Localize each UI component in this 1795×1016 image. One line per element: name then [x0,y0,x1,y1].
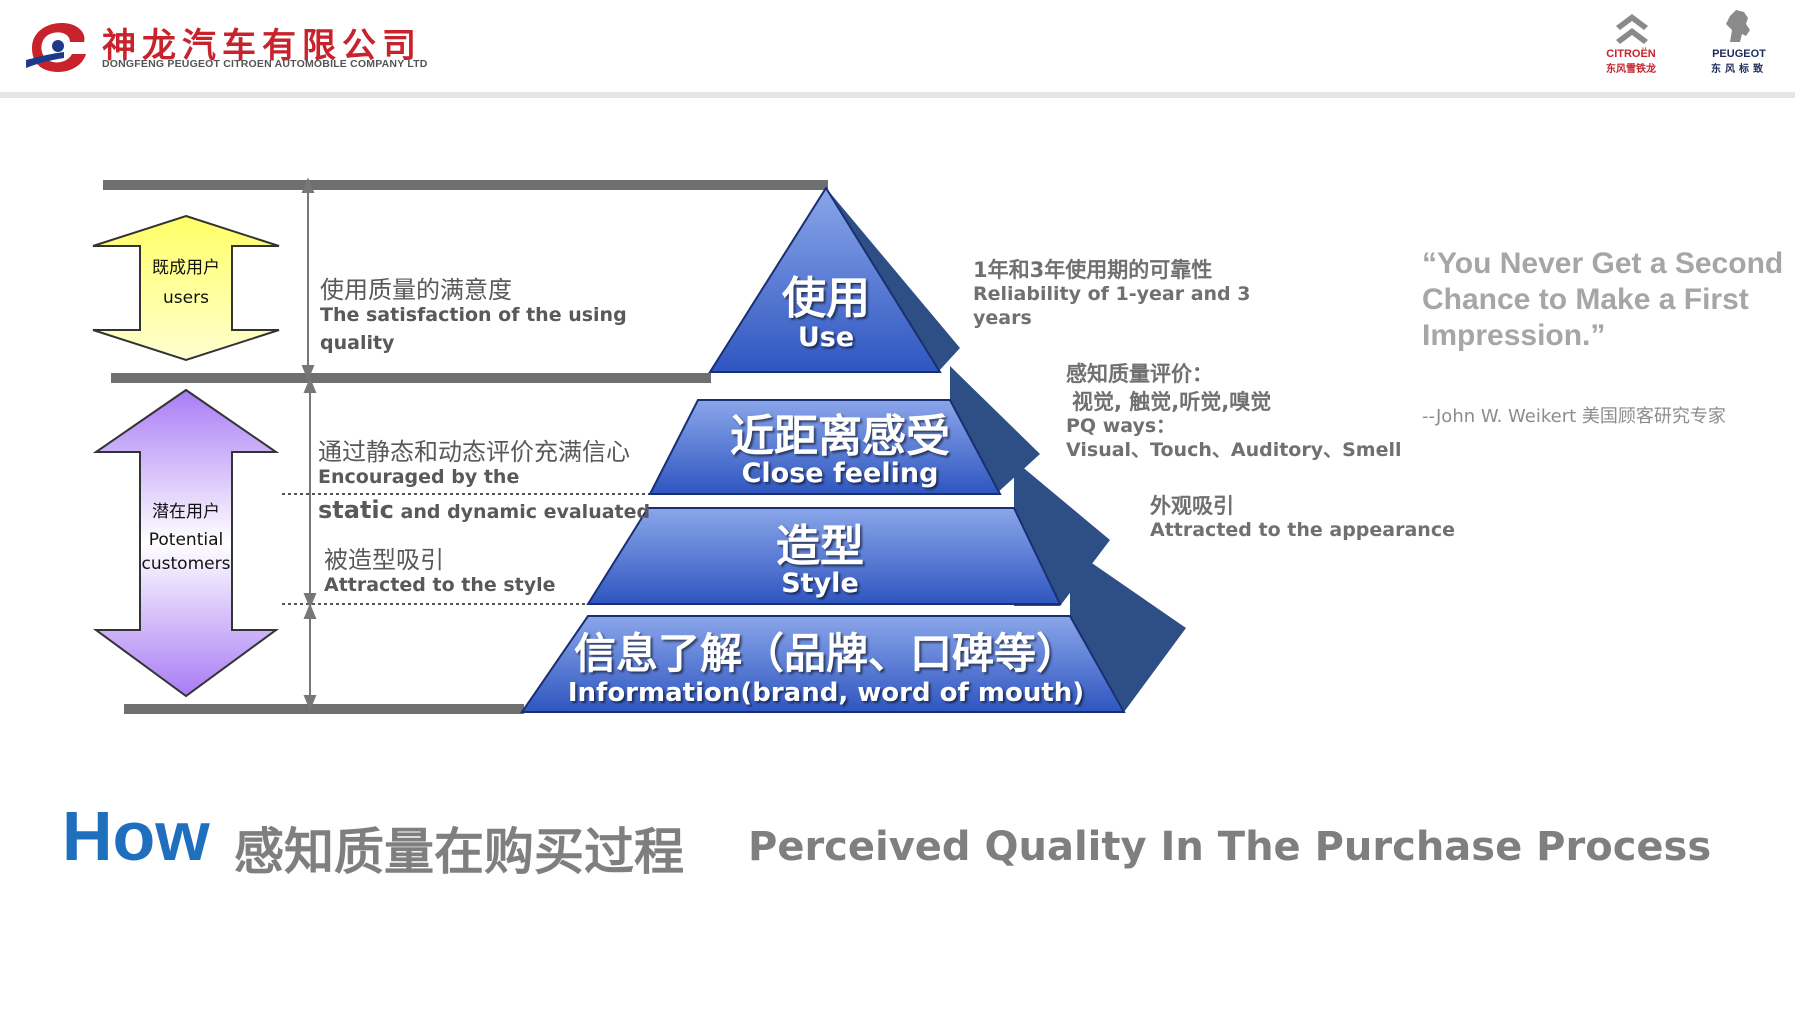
peugeot-lion-icon [1726,10,1750,42]
level4-label-en: Information(brand, word of mouth) [567,678,1085,708]
pq-note-cn: 视觉, 触觉,听觉,嗅觉 [1072,390,1272,414]
level3-label-cn: 造型 [776,521,864,572]
satisfaction-label-cn: 使用质量的满意度 [320,276,512,304]
quote-author: --John W. Weikert 美国顾客研究专家 [1422,406,1726,427]
level2-label-cn: 近距离感受 [730,411,950,462]
confidence-label-en: Encouraged by the [318,466,520,488]
quote-text: “You Never Get a Second Chance to Make a… [1422,247,1784,352]
measure-arrow [301,177,317,711]
existing-users-label-cn: 既成用户 [152,258,220,278]
pyramid-level1 [708,186,942,373]
appearance-note-en: Attracted to the appearance [1150,519,1455,541]
page-title-en: Perceived Quality In The Purchase Proces… [748,824,1712,870]
reliability-note-en: years [973,307,1032,329]
appearance-note-cn: 外观吸引 [1150,494,1234,518]
style-label-cn: 被造型吸引 [324,546,444,574]
peugeot-label: PEUGEOT [1712,48,1766,60]
pq-note-en: PQ ways： [1066,415,1176,437]
how-title: How [62,797,210,875]
confidence-rest: and dynamic evaluated [393,501,651,523]
level1-label-en: Use [797,322,855,353]
peugeot-label-cn: 东风标致 [1711,64,1767,75]
company-name-cn: 神龙汽车有限公司 [102,26,422,66]
pyramid-level1-side [826,188,960,372]
confidence-label-en: static and dynamic evaluated [318,496,650,524]
pq-note-cn: 感知质量评价： [1066,362,1213,386]
potential-users-label-cn: 潜在用户 [152,502,220,522]
style-label-en: Attracted to the style [324,574,556,596]
citroen-label: CITROËN [1606,48,1656,60]
level4-label-cn: 信息了解（品牌、口碑等） [573,629,1078,678]
confidence-label-cn: 通过静态和动态评价充满信心 [318,438,630,466]
dpca-logo-icon [26,23,86,73]
potential-users-label-en: customers [141,554,231,574]
potential-users-arrow [92,388,280,698]
citroen-label-cn: 东风雪铁龙 [1606,64,1656,75]
level3-label-en: Style [781,568,859,599]
static-word: static [318,496,394,524]
bottom-band [124,704,524,714]
satisfaction-label-en: quality [320,332,395,354]
citroen-chevron-icon [1616,14,1648,44]
reliability-note-en: Reliability of 1-year and 3 [973,283,1251,305]
page-title-cn: 感知质量在购买过程 [234,823,684,881]
level1-label-cn: 使用 [782,273,870,324]
header-bar [0,0,1795,98]
potential-users-label-en: Potential [148,530,224,550]
existing-users-label-en: users [163,288,209,308]
top-band [103,180,828,190]
pyramid-level2 [648,399,1002,495]
satisfaction-label-en: The satisfaction of the using [320,304,627,326]
pyramid-level3 [586,507,1062,605]
level2-label-en: Close feeling [741,458,939,489]
company-name-en: DONGFENG PEUGEOT CITROEN AUTOMOBILE COMP… [102,58,428,70]
reliability-note-cn: 1年和3年使用期的可靠性 [973,258,1213,282]
upper-band [111,373,711,383]
existing-users-arrow [92,214,280,362]
pq-note-en: Visual、Touch、Auditory、Smell [1066,439,1402,461]
pyramid-level4 [520,615,1126,713]
